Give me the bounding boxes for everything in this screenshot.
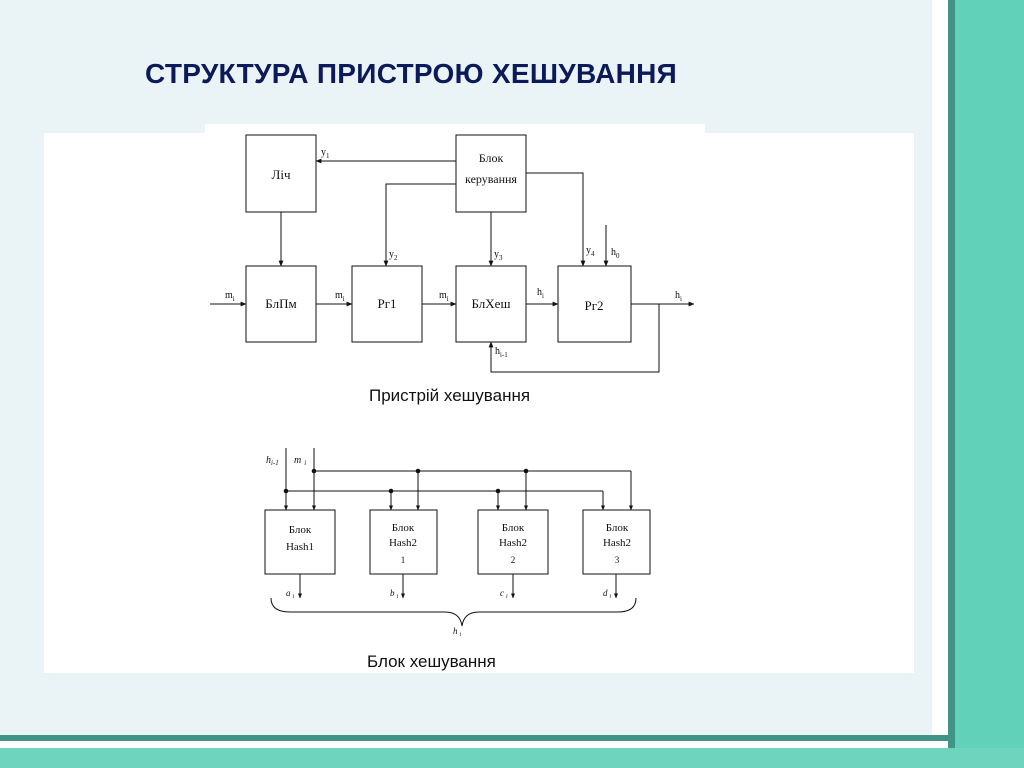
diagram-panel xyxy=(44,133,914,673)
right-frame-line xyxy=(948,0,955,748)
control-label-2: керування xyxy=(465,172,517,186)
y3-label: y3 xyxy=(494,249,503,262)
junction-dot xyxy=(415,468,421,474)
hash2-1-line3: 1 xyxy=(401,555,406,565)
bottom-frame-line xyxy=(0,735,955,741)
output-brace xyxy=(270,597,637,627)
y2-line xyxy=(383,183,456,267)
mi-blpm-label: mi xyxy=(335,290,345,303)
hash2-3-line3: 3 xyxy=(615,555,620,565)
hash2-2-line1: Блок xyxy=(502,522,525,534)
block-caption: Блок хешування xyxy=(367,652,496,671)
hash2-2-line2: Hash2 xyxy=(499,537,527,549)
counter-label: Ліч xyxy=(272,167,291,182)
feedback-line xyxy=(488,304,660,373)
mi-rg1-label: mi xyxy=(439,290,449,303)
h-prev-label: hi-1 xyxy=(266,455,279,467)
junction-dot xyxy=(495,488,501,494)
right-frame-band xyxy=(955,0,1024,768)
device-caption: Пристрій хешування xyxy=(369,386,531,405)
hash2-3-line2: Hash2 xyxy=(603,537,631,549)
junction-dot xyxy=(283,488,289,494)
rg1-label: Рг1 xyxy=(377,296,396,311)
hash1-line2: Hash1 xyxy=(286,541,314,553)
y4-line xyxy=(526,172,586,267)
hi-output-label: hi xyxy=(675,290,682,303)
h0-label: h0 xyxy=(611,247,620,260)
hash1-line1: Блок xyxy=(289,524,312,536)
hash2-3-line1: Блок xyxy=(606,522,629,534)
junction-dot xyxy=(311,468,317,474)
hi-hesh-label: hi xyxy=(537,287,544,300)
blhesh-label: БлХеш xyxy=(472,296,511,311)
hi-minus1-label: hi-1 xyxy=(495,346,508,359)
blpm-label: БлПм xyxy=(265,296,296,311)
junction-dot xyxy=(523,468,529,474)
y2-label: y2 xyxy=(389,249,398,262)
hash2-1-line2: Hash2 xyxy=(389,537,417,549)
bus-junctions xyxy=(283,468,529,494)
y4-label: y4 xyxy=(586,245,595,258)
y1-label: y1 xyxy=(321,147,330,160)
mi-input-label: mi xyxy=(225,290,235,303)
hash2-1-line1: Блок xyxy=(392,522,415,534)
rg2-label: Рг2 xyxy=(584,298,603,313)
junction-dot xyxy=(388,488,394,494)
right-frame-gap xyxy=(932,0,948,740)
control-label-1: Блок xyxy=(479,151,504,165)
hash2-2-line3: 2 xyxy=(511,555,516,565)
bottom-frame-band xyxy=(0,748,1024,768)
slide-title: СТРУКТУРА ПРИСТРОЮ ХЕШУВАННЯ xyxy=(145,58,678,89)
